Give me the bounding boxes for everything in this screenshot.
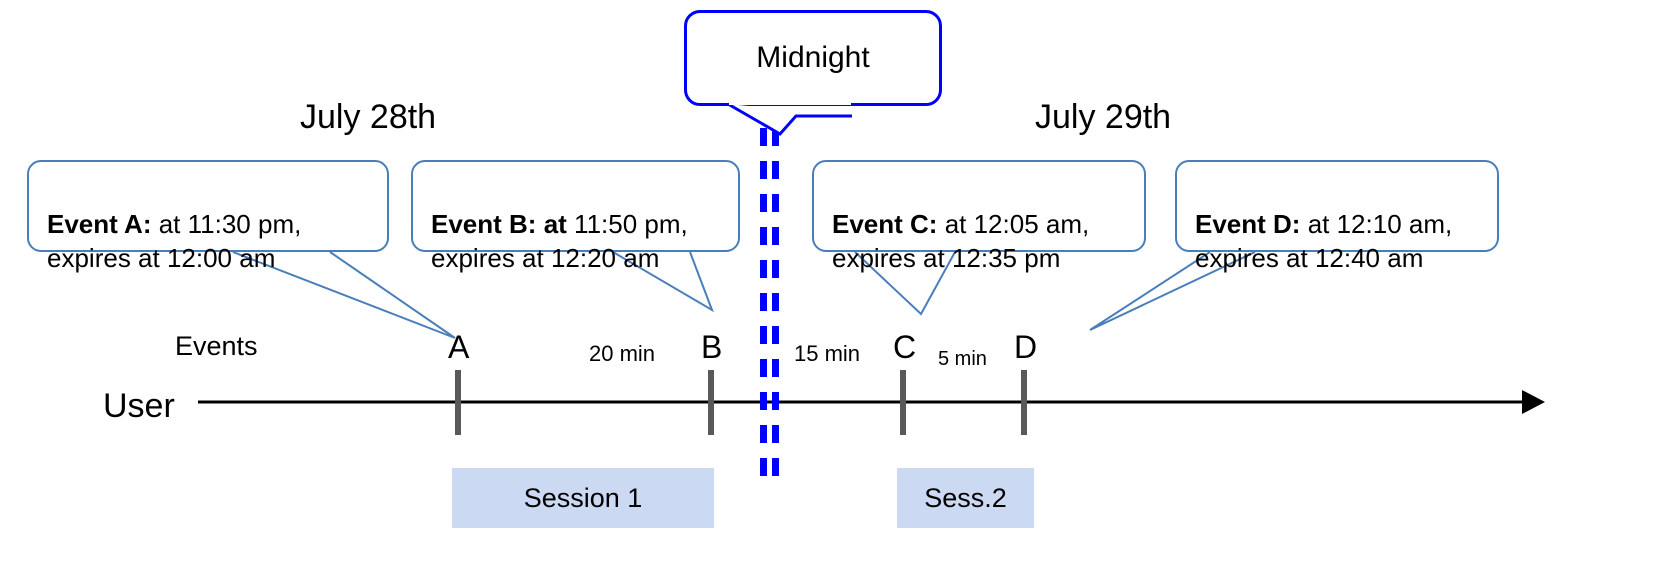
session-block-1: Session 1	[452, 468, 714, 528]
event-letter-b: B	[701, 329, 723, 365]
callout-event-a-title: Event A:	[47, 208, 152, 239]
axis-arrowhead	[1522, 390, 1545, 414]
event-letter-c: C	[893, 329, 917, 365]
callout-event-d-body: at 12:10 am, expires at 12:40 am	[1195, 208, 1453, 273]
callout-event-b-title-extra: at	[536, 208, 567, 239]
interval-label-cd: 5 min	[938, 348, 987, 370]
event-letter-d: D	[1014, 329, 1038, 365]
midnight-divider-line-right	[772, 128, 779, 478]
user-row-label: User	[103, 387, 175, 425]
callout-event-a: Event A: at 11:30 pm, expires at 12:00 a…	[27, 160, 389, 273]
callout-event-a-body: at 11:30 pm, expires at 12:00 am	[47, 208, 302, 273]
session-1-label: Session 1	[523, 482, 643, 513]
date-label-july-29: July 29th	[1035, 98, 1172, 136]
session-block-2: Sess.2	[897, 468, 1034, 528]
callout-event-d-title: Event D:	[1195, 208, 1301, 239]
session-2-label: Sess.2	[924, 482, 1007, 513]
callout-event-c-title: Event C:	[832, 208, 938, 239]
interval-label-ab: 20 min	[589, 341, 656, 366]
callout-event-c: Event C: at 12:05 am, expires at 12:35 p…	[812, 160, 1146, 273]
midnight-label: Midnight	[756, 41, 870, 74]
interval-label-bc: 15 min	[794, 341, 861, 366]
events-row-label: Events	[175, 331, 258, 361]
callout-event-b-title: Event B:	[431, 208, 537, 239]
callout-event-b: Event B: at 11:50 pm, expires at 12:20 a…	[411, 160, 740, 273]
callout-event-d: Event D: at 12:10 am, expires at 12:40 a…	[1175, 160, 1499, 273]
midnight-callout: Midnight	[684, 10, 942, 106]
date-label-july-28: July 28th	[300, 98, 437, 136]
midnight-divider-line-left	[760, 128, 767, 478]
midnight-callout-tail	[727, 100, 852, 136]
event-letter-a: A	[448, 329, 470, 365]
